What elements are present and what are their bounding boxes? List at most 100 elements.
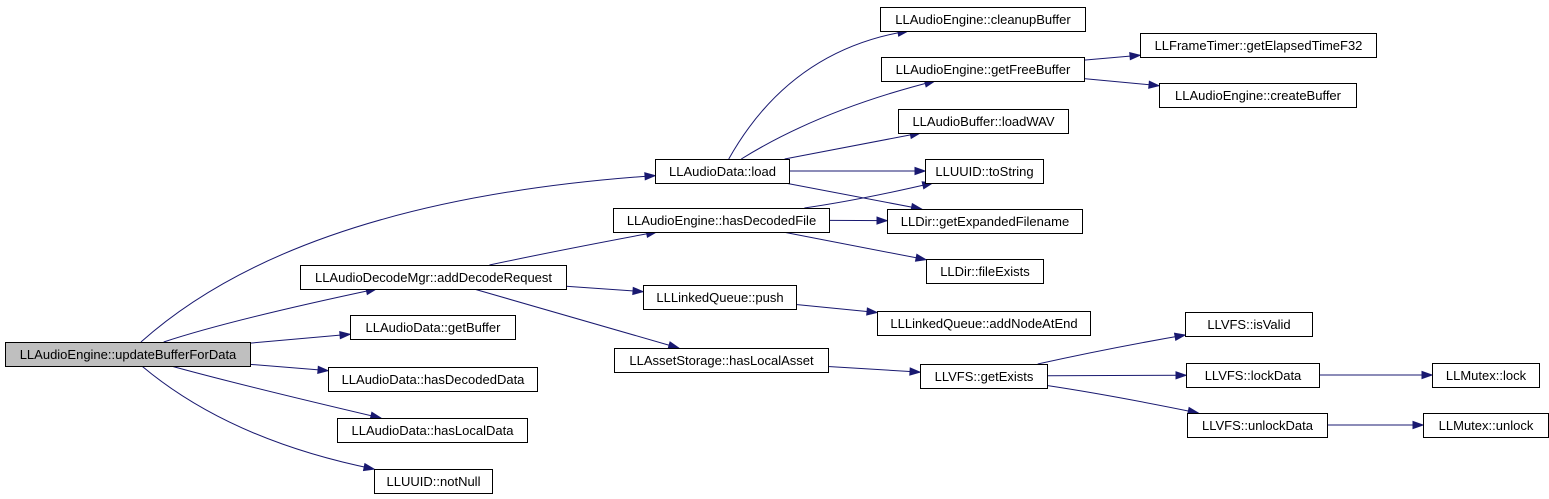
node-lockdata[interactable]: LLVFS::lockData: [1186, 363, 1320, 388]
node-elapsed[interactable]: LLFrameTimer::getElapsedTimeF32: [1140, 33, 1377, 58]
node-label: LLDir::getExpandedFilename: [901, 214, 1069, 229]
node-box[interactable]: [643, 285, 797, 310]
node-getbuf[interactable]: LLAudioData::getBuffer: [350, 315, 516, 340]
edge-getexists-to-isvalid: [1037, 332, 1187, 365]
node-box[interactable]: [877, 311, 1091, 336]
nodes-layer: LLAudioEngine::updateBufferForDataLLAudi…: [5, 7, 1549, 494]
node-box[interactable]: [1140, 33, 1377, 58]
edge-getexists-to-lockdata: [1046, 371, 1188, 380]
arrowhead-icon: [876, 216, 889, 225]
node-label: LLMutex::unlock: [1439, 418, 1534, 433]
edge-line: [473, 288, 679, 349]
edge-adr-to-hdf: [489, 229, 659, 266]
node-label: LLUUID::notNull: [387, 474, 481, 489]
edge-line: [489, 231, 657, 266]
edge-root-to-hdd: [249, 363, 330, 374]
edge-getexists-to-unlockdata: [1046, 385, 1200, 416]
node-box[interactable]: [337, 418, 528, 443]
node-label: LLAudioData::getBuffer: [366, 320, 502, 335]
node-box[interactable]: [614, 348, 829, 373]
node-box[interactable]: [1185, 312, 1313, 337]
node-box[interactable]: [881, 57, 1085, 82]
node-box[interactable]: [887, 209, 1083, 234]
node-hdf[interactable]: LLAudioEngine::hasDecodedFile: [613, 208, 830, 233]
edge-root-to-load: [140, 172, 657, 343]
node-box[interactable]: [613, 208, 830, 233]
node-box[interactable]: [880, 7, 1086, 32]
node-hld[interactable]: LLAudioData::hasLocalData: [337, 418, 528, 443]
edge-getfree-to-create: [1083, 78, 1161, 89]
edge-line: [565, 285, 644, 293]
edge-load-to-tostring: [788, 166, 927, 176]
node-label: LLFrameTimer::getElapsedTimeF32: [1155, 38, 1363, 53]
node-label: LLAudioDecodeMgr::addDecodeRequest: [315, 270, 552, 285]
arrowhead-icon: [909, 367, 922, 376]
edge-adr-to-push: [565, 285, 645, 296]
edge-line: [170, 365, 381, 419]
node-label: LLVFS::unlockData: [1202, 418, 1314, 433]
node-adr[interactable]: LLAudioDecodeMgr::addDecodeRequest: [300, 265, 567, 290]
node-fileexists[interactable]: LLDir::fileExists: [926, 259, 1044, 284]
edge-unlockdata-to-unlock: [1326, 420, 1425, 430]
node-label: LLMutex::lock: [1446, 368, 1527, 383]
arrowhead-icon: [1421, 370, 1434, 380]
node-box[interactable]: [1187, 413, 1328, 438]
edge-root-to-notnull: [141, 365, 376, 472]
arrowhead-icon: [1129, 52, 1142, 61]
arrowhead-icon: [632, 286, 645, 296]
edge-load-to-loadwav: [784, 130, 922, 160]
node-getfree[interactable]: LLAudioEngine::getFreeBuffer: [881, 57, 1085, 82]
node-box[interactable]: [1432, 363, 1540, 388]
edge-adr-to-hla: [473, 288, 681, 350]
node-box[interactable]: [1186, 363, 1320, 388]
edge-load-to-expanded: [784, 182, 923, 212]
edges-layer: [140, 28, 1434, 472]
node-box[interactable]: [300, 265, 567, 290]
node-box[interactable]: [925, 159, 1044, 184]
arrowhead-icon: [914, 166, 927, 176]
edge-load-to-cleanup: [728, 28, 910, 160]
edge-getfree-to-elapsed: [1083, 52, 1142, 61]
node-box[interactable]: [655, 159, 790, 184]
node-tostring[interactable]: LLUUID::toString: [925, 159, 1044, 184]
node-notnull[interactable]: LLUUID::notNull: [374, 469, 493, 494]
node-hdd[interactable]: LLAudioData::hasDecodedData: [328, 367, 538, 392]
node-box[interactable]: [1159, 83, 1357, 108]
node-loadwav[interactable]: LLAudioBuffer::loadWAV: [898, 109, 1069, 134]
node-unlock[interactable]: LLMutex::unlock: [1423, 413, 1549, 438]
node-isvalid[interactable]: LLVFS::isValid: [1185, 312, 1313, 337]
arrowhead-icon: [914, 253, 928, 262]
node-box[interactable]: [5, 342, 251, 367]
node-lock[interactable]: LLMutex::lock: [1432, 363, 1540, 388]
node-box[interactable]: [328, 367, 538, 392]
node-create[interactable]: LLAudioEngine::createBuffer: [1159, 83, 1357, 108]
node-cleanup[interactable]: LLAudioEngine::cleanupBuffer: [880, 7, 1086, 32]
edge-line: [728, 30, 909, 160]
edge-lockdata-to-lock: [1319, 370, 1434, 380]
node-box[interactable]: [898, 109, 1069, 134]
node-box[interactable]: [374, 469, 493, 494]
node-root[interactable]: LLAudioEngine::updateBufferForData: [5, 342, 251, 367]
node-label: LLAudioEngine::updateBufferForData: [20, 347, 237, 362]
arrowhead-icon: [339, 331, 352, 340]
node-box[interactable]: [920, 364, 1048, 389]
edge-line: [782, 231, 927, 261]
edge-hla-to-getexists: [827, 366, 922, 376]
node-getexists[interactable]: LLVFS::getExists: [920, 364, 1048, 389]
node-label: LLVFS::isValid: [1207, 317, 1290, 332]
node-label: LLAudioEngine::createBuffer: [1175, 88, 1342, 103]
node-hla[interactable]: LLAssetStorage::hasLocalAsset: [614, 348, 829, 373]
edge-line: [1083, 78, 1160, 87]
node-label: LLVFS::lockData: [1205, 368, 1302, 383]
node-expanded[interactable]: LLDir::getExpandedFilename: [887, 209, 1083, 234]
node-label: LLAudioEngine::hasDecodedFile: [627, 213, 816, 228]
node-label: LLAudioBuffer::loadWAV: [912, 114, 1054, 129]
node-unlockdata[interactable]: LLVFS::unlockData: [1187, 413, 1328, 438]
edge-line: [249, 363, 329, 372]
node-addnode[interactable]: LLLinkedQueue::addNodeAtEnd: [877, 311, 1091, 336]
arrowhead-icon: [1412, 420, 1425, 430]
node-push[interactable]: LLLinkedQueue::push: [643, 285, 797, 310]
node-box[interactable]: [350, 315, 516, 340]
node-box[interactable]: [926, 259, 1044, 284]
node-load[interactable]: LLAudioData::load: [655, 159, 790, 184]
